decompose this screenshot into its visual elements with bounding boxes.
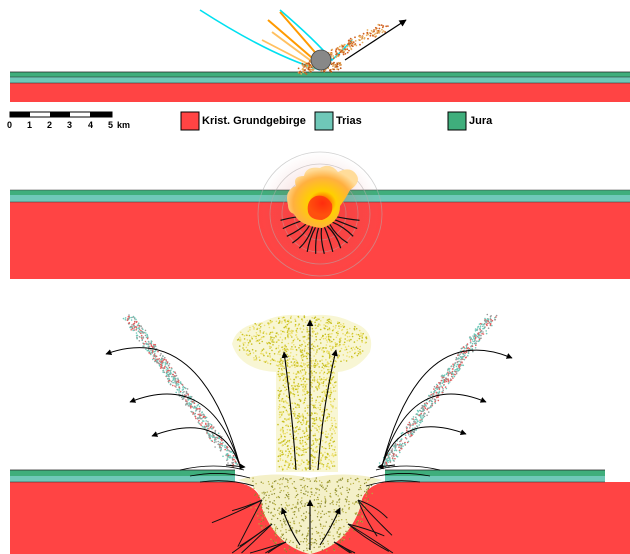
arrow-icon — [130, 394, 240, 466]
scale-bar: 0 1 2 3 4 5 km — [7, 112, 130, 130]
scale-tick-label: 1 — [27, 120, 32, 130]
layer-basement — [10, 83, 630, 102]
panel-approach — [10, 10, 630, 102]
scale-tick-label: 3 — [67, 120, 72, 130]
arrow-icon — [345, 20, 406, 60]
legend-swatch-trias — [315, 112, 333, 130]
scale-unit: km — [117, 120, 130, 130]
layer-trias — [10, 77, 630, 83]
panel-crater — [10, 314, 630, 554]
layer-jura — [385, 470, 605, 476]
scale-tick-label: 4 — [88, 120, 93, 130]
legend: Krist. Grundgebirge Trias Jura — [181, 112, 493, 130]
layer-trias — [385, 476, 605, 482]
layer-jura — [10, 72, 630, 77]
legend-label: Jura — [469, 115, 493, 127]
layer-jura — [10, 470, 235, 476]
arrow-icon — [382, 394, 486, 466]
scale-tick-label: 2 — [47, 120, 52, 130]
layer-trias — [10, 476, 235, 482]
legend-label: Trias — [336, 115, 362, 127]
meteorite-icon — [311, 50, 331, 70]
legend-swatch-jura — [448, 112, 466, 130]
legend-swatch-basement — [181, 112, 199, 130]
scale-tick-label: 0 — [7, 120, 12, 130]
legend-label: Krist. Grundgebirge — [202, 115, 306, 127]
panel-contact — [10, 152, 630, 279]
scale-tick-label: 5 — [108, 120, 113, 130]
